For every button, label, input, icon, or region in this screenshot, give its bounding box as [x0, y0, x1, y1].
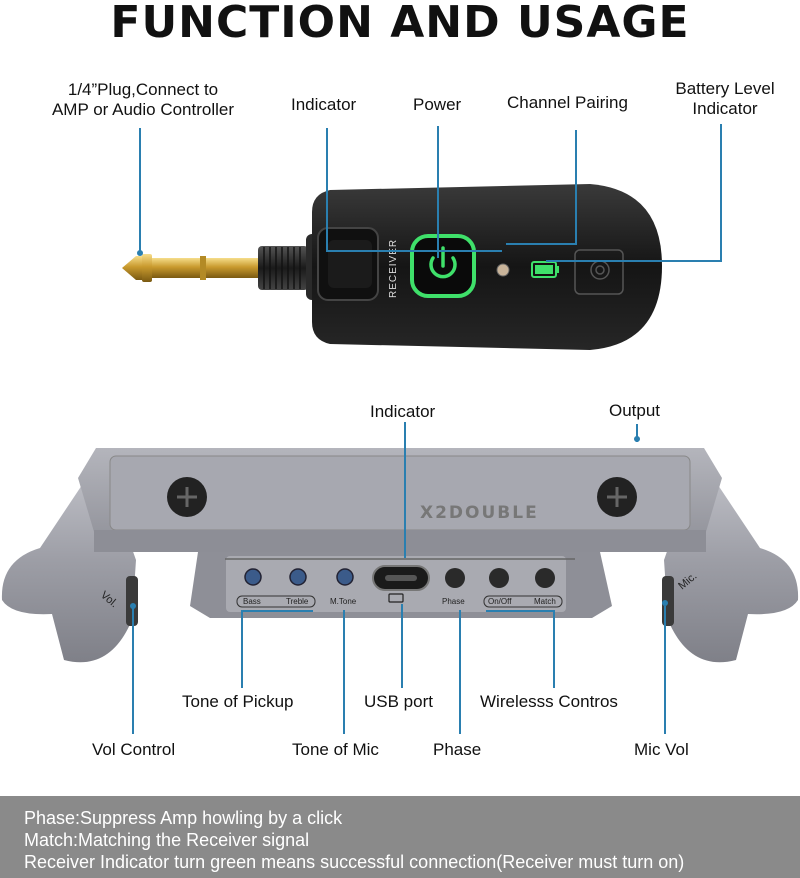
callout-line-wireless — [553, 610, 555, 688]
info-line-phase: Phase:Suppress Amp howling by a click — [24, 808, 343, 828]
callout-dot-output — [634, 436, 640, 442]
label-usb-port: USB port — [364, 692, 433, 711]
phase-button[interactable] — [445, 568, 465, 588]
info-line-match: Match:Matching the Receiver signal — [24, 830, 310, 850]
label-phase-callout: Phase — [433, 740, 482, 759]
callout-line-wireless-h — [486, 610, 555, 612]
callout-dot-mic-vol — [662, 600, 668, 606]
label-mic-vol: Mic Vol — [634, 740, 689, 759]
info-line-indicator: Receiver Indicator turn green means succ… — [24, 852, 685, 872]
vol-knob[interactable] — [126, 576, 138, 626]
callout-line-tone-mic — [343, 610, 345, 734]
callout-line-channel-h — [506, 243, 577, 245]
callout-line-power — [437, 126, 439, 258]
callout-line-battery — [720, 124, 722, 262]
label-wireless: Wirelesss Contros — [480, 692, 618, 711]
power-icon — [429, 256, 457, 279]
label-match: Match — [534, 597, 556, 606]
callout-line-usb — [401, 604, 403, 688]
callout-line-tone-pickup — [241, 610, 243, 688]
label-treble: Treble — [286, 597, 309, 606]
callout-line-indicator — [326, 128, 328, 252]
onoff-button[interactable] — [489, 568, 509, 588]
callout-dot-plug — [137, 250, 143, 256]
info-box: Phase:Suppress Amp howling by a click Ma… — [0, 796, 800, 878]
label-receiver-indicator: Indicator — [291, 95, 357, 114]
label-battery-line2: Indicator — [692, 99, 758, 118]
label-plug-line1: 1/4”Plug,Connect to — [67, 80, 219, 99]
charge-icon — [388, 593, 404, 603]
callout-line-phase — [459, 610, 461, 734]
label-phase: Phase — [442, 597, 465, 606]
label-output: Output — [609, 401, 661, 420]
callout-line-tone-pickup-h — [241, 610, 313, 612]
mtone-knob[interactable] — [336, 568, 354, 586]
treble-knob[interactable] — [289, 568, 307, 586]
callout-line-battery-h — [546, 260, 722, 262]
label-onoff: On/Off — [488, 597, 512, 606]
label-tone-pickup: Tone of Pickup — [182, 692, 294, 711]
label-channel-pairing: Channel Pairing — [507, 93, 628, 112]
receiver-side-text: RECEIVER — [388, 239, 399, 298]
page-title: FUNCTION AND USAGE — [110, 0, 690, 48]
label-battery-line1: Battery Level — [675, 79, 775, 98]
bass-knob[interactable] — [244, 568, 262, 586]
transmitter-body — [1, 448, 799, 663]
brand-logo: X2DOUBLE — [420, 503, 539, 523]
callout-line-output — [636, 424, 638, 442]
callout-line-indicator-h — [326, 250, 502, 252]
match-button[interactable] — [535, 568, 555, 588]
label-plug-line2: AMP or Audio Controller — [51, 100, 235, 119]
callout-line-mic-vol — [664, 606, 666, 734]
label-mtone: M.Tone — [330, 597, 357, 606]
callout-line-tx-indicator — [404, 422, 406, 558]
label-power: Power — [413, 95, 462, 114]
callout-line-channel — [575, 130, 577, 244]
indicator-led — [496, 263, 510, 277]
label-battery: Battery Level Indicator — [660, 79, 790, 119]
receiver-body — [312, 184, 662, 350]
callout-line-vol — [132, 606, 134, 734]
label-vol-control: Vol Control — [92, 740, 176, 759]
callout-dot-vol — [130, 603, 136, 609]
label-bass: Bass — [243, 597, 261, 606]
receiver-logo-icon — [574, 249, 624, 295]
label-tx-indicator: Indicator — [370, 402, 436, 421]
label-plug: 1/4”Plug,Connect to AMP or Audio Control… — [28, 80, 258, 120]
audio-plug — [122, 234, 332, 300]
callout-line-plug — [139, 128, 141, 252]
label-tone-mic: Tone of Mic — [292, 740, 379, 759]
